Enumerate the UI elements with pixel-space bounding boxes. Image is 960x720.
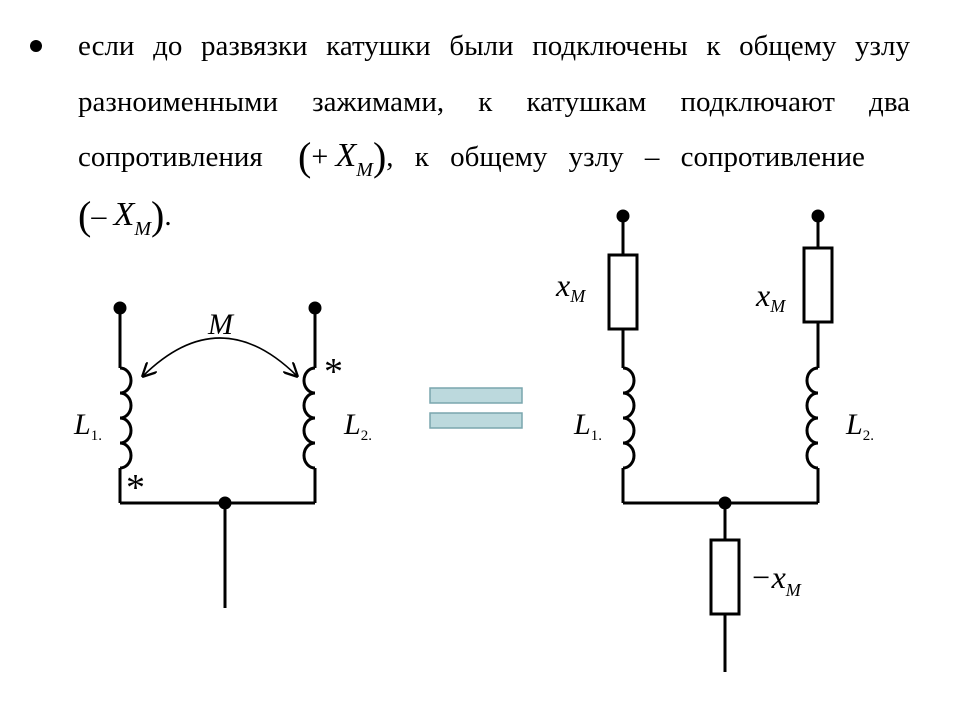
- resistor-xm-1: [607, 253, 639, 331]
- label-left-l2: L2.: [343, 408, 372, 444]
- coil-right-l2: [805, 366, 819, 470]
- left-circuit: [113, 301, 322, 608]
- star-marker-l2: *: [324, 351, 343, 393]
- coil-l1: [119, 366, 133, 470]
- formula-minus-period: .: [164, 200, 172, 232]
- text-line-2: разноименными зажимами, к катушкам подкл…: [78, 86, 910, 118]
- text-line-1: если до развязки катушки были подключены…: [78, 30, 910, 62]
- coil-right-l1: [622, 366, 636, 470]
- formula-minus-sub: M: [134, 218, 152, 240]
- equals-bar-bottom: [429, 412, 523, 429]
- text-line-3-end: , к общему узлу – сопротивление: [386, 141, 865, 173]
- resistor-neg-xm: [709, 538, 741, 616]
- text-line-3: сопротивления (+ XM), к общему узлу – со…: [78, 137, 910, 187]
- formula-minus-xm: (– XM): [78, 196, 164, 241]
- label-right-l2: L2.: [845, 408, 874, 444]
- label-right-l1: L1.: [573, 408, 602, 444]
- formula-minus-open: (: [78, 193, 92, 238]
- formula-minus-sign: –: [91, 199, 107, 232]
- formula-minus-var: X: [113, 196, 135, 233]
- equals-sign: [429, 387, 523, 429]
- label-mutual-m: M: [207, 308, 235, 341]
- text-line-4: (– XM).: [78, 196, 910, 246]
- right-circuit: [607, 209, 834, 672]
- text-line-3-start: сопротивления: [78, 141, 263, 173]
- equals-bar-top: [429, 387, 523, 404]
- star-marker-l1: *: [126, 467, 145, 509]
- label-xm-2: xM: [755, 277, 786, 316]
- label-xm-1: xM: [555, 267, 586, 306]
- formula-plus-sub: M: [356, 159, 373, 181]
- label-neg-xm: −xM: [750, 559, 802, 600]
- resistor-xm-2: [802, 246, 834, 324]
- formula-plus-var: X: [335, 137, 357, 174]
- bullet-point: [30, 40, 42, 52]
- formula-plus-close: ): [372, 134, 387, 179]
- formula-plus-sign: +: [311, 140, 329, 173]
- coil-l2: [302, 366, 316, 470]
- mutual-arrow: [143, 337, 297, 376]
- label-left-l1: L1.: [73, 408, 102, 444]
- formula-plus-xm: (+ XM): [298, 137, 386, 182]
- formula-plus-open: (: [297, 134, 312, 179]
- formula-minus-close: ): [151, 193, 165, 238]
